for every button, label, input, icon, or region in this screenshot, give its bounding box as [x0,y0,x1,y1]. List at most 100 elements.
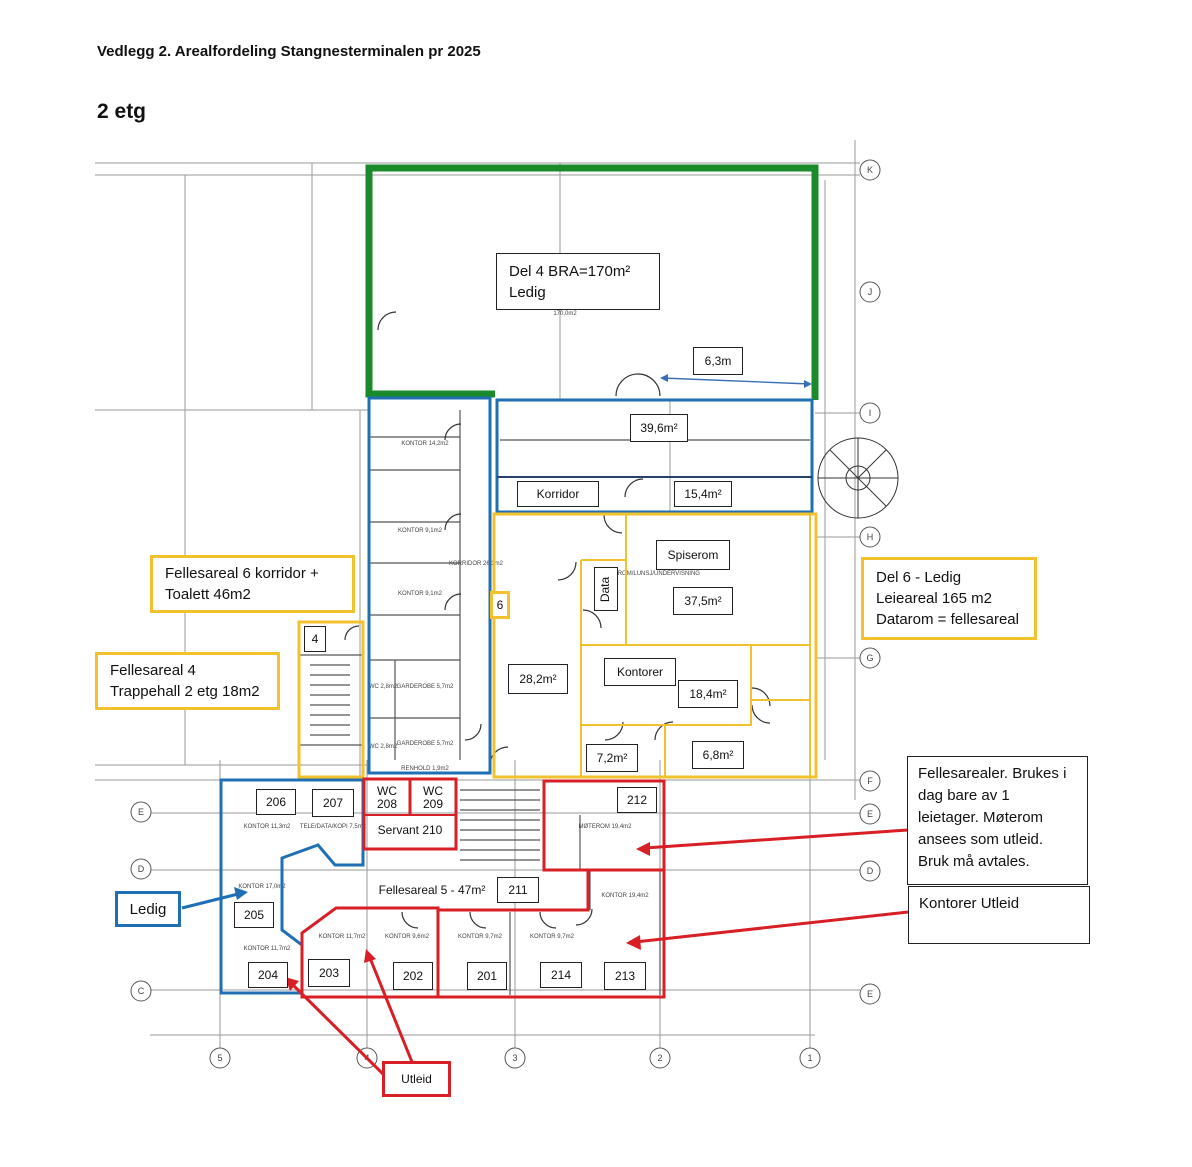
area-6-8-label: 6,8m² [692,741,744,769]
grid-label-h: H [867,532,874,542]
grid-label-k: K [867,165,873,175]
fellesareal4-outline [297,620,365,779]
spiral-staircase [817,437,899,519]
plan-text-moterom: MØTEROM 19,4m2 [578,824,632,830]
del6-line3: Datarom = fellesareal [876,611,1019,628]
plan-text-kontor-201: KONTOR 9,7m2 [458,934,503,940]
fellesarealer-note-line3: leietager. Møterom [918,809,1044,826]
grid-label-d-right: D [867,866,874,876]
plan-text-kontor-9a: KONTOR 9,1m2 [398,528,443,534]
fellesareal4-line2: Trappehall 2 etg 18m2 [110,683,260,700]
plan-text-kontor-203: KONTOR 11,7m2 [319,934,366,940]
ledig-arrow-line [181,892,239,910]
plan-text-kontor-9b: KONTOR 9,1m2 [398,591,443,597]
plan-text-area-170: 170,0m2 [553,311,577,317]
fellesarealer-note-line1: Fellesarealer. Brukes i [918,765,1067,782]
servant-210-label: Servant 210 [368,818,452,842]
wc-208-line1: WC [377,784,397,798]
fellesarealer-note-line2: dag bare av 1 [918,787,1010,804]
data-label: Data [594,567,618,611]
felles-note-arrowhead [636,842,650,856]
grid-label-e-right: E [867,809,873,819]
del4-label-line2: Ledig [509,283,546,301]
plan-text-kontor-14: KONTOR 14,2m2 [401,441,449,447]
plan-text-korridor: KORRIDOR 26,2m2 [449,561,504,567]
plan-text-kontor-202: KONTOR 9,6m2 [385,934,430,940]
area-18-4-label: 18,4m² [678,680,738,708]
dimension-line [661,377,811,385]
plan-text-kontor-213: KONTOR 19,4m2 [601,893,649,899]
fellesareal5-label: Fellesareal 5 - 47m² [378,880,486,900]
del4-blue-annex-outline [495,398,814,514]
room-203-label: 203 [308,959,350,987]
utleid-arrowhead-2 [364,949,376,963]
grid-label-5: 5 [217,1053,222,1063]
utleid-callout: Utleid [382,1061,451,1097]
grid-label-3: 3 [512,1053,517,1063]
plan-text-tele-207: TELE/DATA/KOPI 7,5m2 [300,824,367,830]
room-214-label: 214 [540,962,582,988]
grid-label-1: 1 [807,1053,812,1063]
del6-line1: Del 6 - Ledig [876,569,962,586]
kontorer-utleid-outline [438,868,666,999]
dimension-6-3m-label: 6,3m [693,347,743,375]
del4-label-line1: Del 4 BRA=170m² [509,262,631,280]
grid-label-g: G [866,653,873,663]
fellesarealer-note-line5: Bruk må avtales. [918,853,1030,870]
area-15-4-label: 15,4m² [674,481,732,507]
del6-outline [492,512,818,779]
grid-label-f: F [867,776,873,786]
plan-text-kontor-205: KONTOR 17,0m2 [238,884,286,890]
area-39-6-label: 39,6m² [630,414,688,442]
room-204-label: 204 [248,962,288,988]
kontorer-note-arrowhead [626,935,641,950]
utleid-arrowhead-1 [285,977,299,991]
kontorer-utleid-note: Kontorer Utleid [908,886,1090,944]
plan-text-kontor-206: KONTOR 11,3m2 [244,824,291,830]
wc-209-line2: 209 [422,797,444,811]
area-6-marker: 6 [490,591,510,619]
grid-bubble-labels: K J I H G F E D E E D C 5 4 3 2 1 [138,165,874,1063]
room-207-label: 207 [312,789,354,817]
felles-note-arrow-line [644,828,909,850]
grid-label-i: I [869,408,872,418]
plan-text-wc-a: WC 2,8m2 [369,684,398,690]
dimension-arrow-right [804,380,812,388]
wall-lines [300,410,810,995]
kontorer-label: Kontorer [604,658,676,686]
wc-208-line2: 208 [376,797,398,811]
room-206-label: 206 [256,789,296,815]
del6-line2: Leieareal 165 m2 [876,590,992,607]
document-title: Vedlegg 2. Arealfordeling Stangnestermin… [97,43,481,60]
room-205-label: 205 [234,902,274,928]
utleid-arrow-line-2 [368,957,414,1063]
floor-title: 2 etg [97,100,147,123]
fellesarealer-note-line4: ansees som utleid. [918,831,1044,848]
room-213-label: 213 [604,962,646,990]
ledig-callout: Ledig [115,891,181,927]
room-201-label: 201 [467,962,507,990]
plan-text-kontor-204: KONTOR 11,7m2 [244,946,291,952]
utleid-arrow-line-1 [290,982,386,1077]
grid-label-c-left: C [138,986,145,996]
fellesareal6-outline [367,396,492,775]
room-202-label: 202 [393,962,433,990]
fellesarealer-note: Fellesarealer. Brukes i dag bare av 1 le… [907,756,1088,885]
spiserom-label: Spiserom [656,540,730,570]
fellesareal6-label: Fellesareal 6 korridor +Toalett 46m2 [150,555,355,613]
korridor-label: Korridor [517,481,599,507]
del6-inner-walls [580,514,811,777]
grid-label-e2-right: E [867,989,873,999]
plan-room-texts: KONTOR 14,2m2 KONTOR 9,1m2 KONTOR 9,1m2 … [238,311,700,952]
kontor-203-outline [300,906,440,999]
wc-209-line1: WC [423,784,443,798]
fellesareal6-line1: Fellesareal 6 korridor + [165,565,319,582]
grid-label-j: J [868,287,873,297]
area-37-5-label: 37,5m² [673,587,733,615]
grid-label-e-left: E [138,807,144,817]
dimension-arrow-left [660,374,668,382]
grid-label-2: 2 [657,1053,662,1063]
